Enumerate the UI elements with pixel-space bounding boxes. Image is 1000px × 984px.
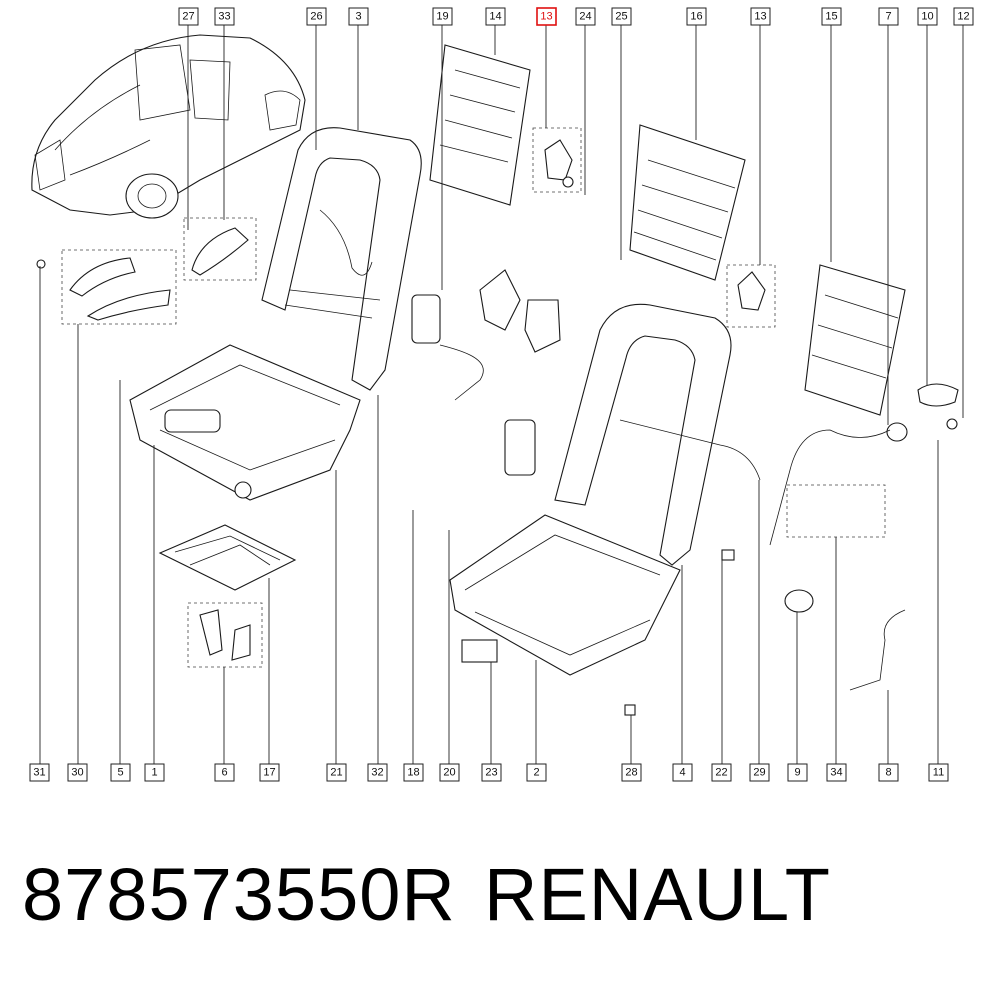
callout-14: 14 — [485, 7, 506, 26]
seat-back-frame-right — [554, 303, 761, 566]
part-number-label: 878573550R — [22, 853, 456, 936]
svg-text:11: 11 — [933, 767, 944, 779]
svg-text:19: 19 — [436, 11, 448, 23]
seat-base-frame-left — [129, 344, 361, 501]
svg-text:28: 28 — [625, 767, 637, 779]
callout-19: 19 — [432, 7, 453, 26]
callout-31: 31 — [29, 763, 50, 782]
svg-text:30: 30 — [71, 767, 83, 779]
seat-cushion-mat — [158, 524, 297, 591]
top-callout-row: 27 33 26 3 19 14 13 24 25 16 13 15 7 10 … — [178, 7, 974, 26]
svg-text:2: 2 — [533, 767, 539, 779]
callout-10: 10 — [917, 7, 938, 26]
svg-text:32: 32 — [371, 767, 383, 779]
callout-30: 30 — [67, 763, 88, 782]
svg-text:15: 15 — [825, 11, 837, 23]
svg-text:33: 33 — [218, 11, 230, 23]
callout-15: 15 — [821, 7, 842, 26]
back-panel-left — [429, 44, 531, 206]
callout-2: 2 — [526, 763, 547, 782]
callout-11: 11 — [928, 763, 949, 782]
svg-text:12: 12 — [957, 11, 969, 23]
recliner-fitting-group-left — [532, 127, 582, 193]
svg-text:22: 22 — [715, 767, 727, 779]
svg-text:23: 23 — [485, 767, 497, 779]
svg-text:27: 27 — [182, 11, 194, 23]
svg-text:21: 21 — [330, 767, 342, 779]
svg-text:25: 25 — [615, 11, 627, 23]
svg-text:8: 8 — [885, 767, 891, 779]
release-handles — [36, 249, 177, 325]
back-panel-far-right — [726, 264, 906, 416]
svg-text:7: 7 — [885, 11, 891, 23]
svg-text:13: 13 — [540, 11, 552, 23]
callout-34: 34 — [826, 763, 847, 782]
callout-27: 27 — [178, 7, 199, 26]
callout-21: 21 — [326, 763, 347, 782]
backrest-motor-left — [411, 294, 484, 401]
svg-text:24: 24 — [579, 11, 591, 23]
callout-18: 18 — [403, 763, 424, 782]
svg-text:20: 20 — [443, 767, 455, 779]
svg-text:31: 31 — [33, 767, 45, 779]
callout-29: 29 — [749, 763, 770, 782]
pivot-parts — [479, 269, 561, 353]
svg-text:9: 9 — [794, 767, 800, 779]
svg-text:16: 16 — [690, 11, 702, 23]
callout-3: 3 — [348, 7, 369, 26]
callout-4: 4 — [672, 763, 693, 782]
callout-7: 7 — [878, 7, 899, 26]
svg-text:13: 13 — [754, 11, 766, 23]
callout-8: 8 — [878, 763, 899, 782]
svg-text:3: 3 — [355, 11, 361, 23]
seat-back-frame-left — [261, 127, 422, 391]
callout-13: 13 — [750, 7, 771, 26]
svg-text:17: 17 — [263, 767, 275, 779]
svg-text:5: 5 — [117, 767, 123, 779]
svg-text:14: 14 — [489, 11, 501, 23]
back-panel-right — [629, 124, 746, 281]
callout-16: 16 — [686, 7, 707, 26]
callout-13-highlighted: 13 — [536, 7, 557, 26]
svg-text:10: 10 — [921, 11, 933, 23]
callout-5: 5 — [110, 763, 131, 782]
seat-base-frame-right — [449, 419, 681, 676]
bottom-callout-row: 31 30 5 1 6 17 21 32 18 20 23 2 28 4 22 … — [29, 763, 949, 782]
small-parts-right — [461, 429, 906, 716]
callout-32: 32 — [367, 763, 388, 782]
callout-33: 33 — [214, 7, 235, 26]
callout-23: 23 — [481, 763, 502, 782]
callout-12: 12 — [953, 7, 974, 26]
callout-6: 6 — [214, 763, 235, 782]
leader-lines — [39, 25, 964, 764]
callout-24: 24 — [575, 7, 596, 26]
callout-25: 25 — [611, 7, 632, 26]
callout-28: 28 — [621, 763, 642, 782]
exploded-seat-diagram: 27 33 26 3 19 14 13 24 25 16 13 15 7 10 … — [29, 7, 974, 782]
callout-26: 26 — [306, 7, 327, 26]
svg-text:34: 34 — [830, 767, 842, 779]
svg-text:18: 18 — [407, 767, 419, 779]
side-covers — [183, 217, 257, 281]
car-illustration — [31, 34, 306, 219]
callout-17: 17 — [259, 763, 280, 782]
svg-text:1: 1 — [151, 767, 157, 779]
callout-22: 22 — [711, 763, 732, 782]
svg-text:4: 4 — [679, 767, 685, 779]
brand-label: RENAULT — [484, 853, 831, 936]
svg-text:29: 29 — [753, 767, 765, 779]
callout-20: 20 — [439, 763, 460, 782]
headrest-guide — [886, 383, 959, 442]
callout-1: 1 — [144, 763, 165, 782]
svg-text:26: 26 — [310, 11, 322, 23]
bracket-set — [187, 602, 263, 668]
svg-text:6: 6 — [221, 767, 227, 779]
callout-9: 9 — [787, 763, 808, 782]
